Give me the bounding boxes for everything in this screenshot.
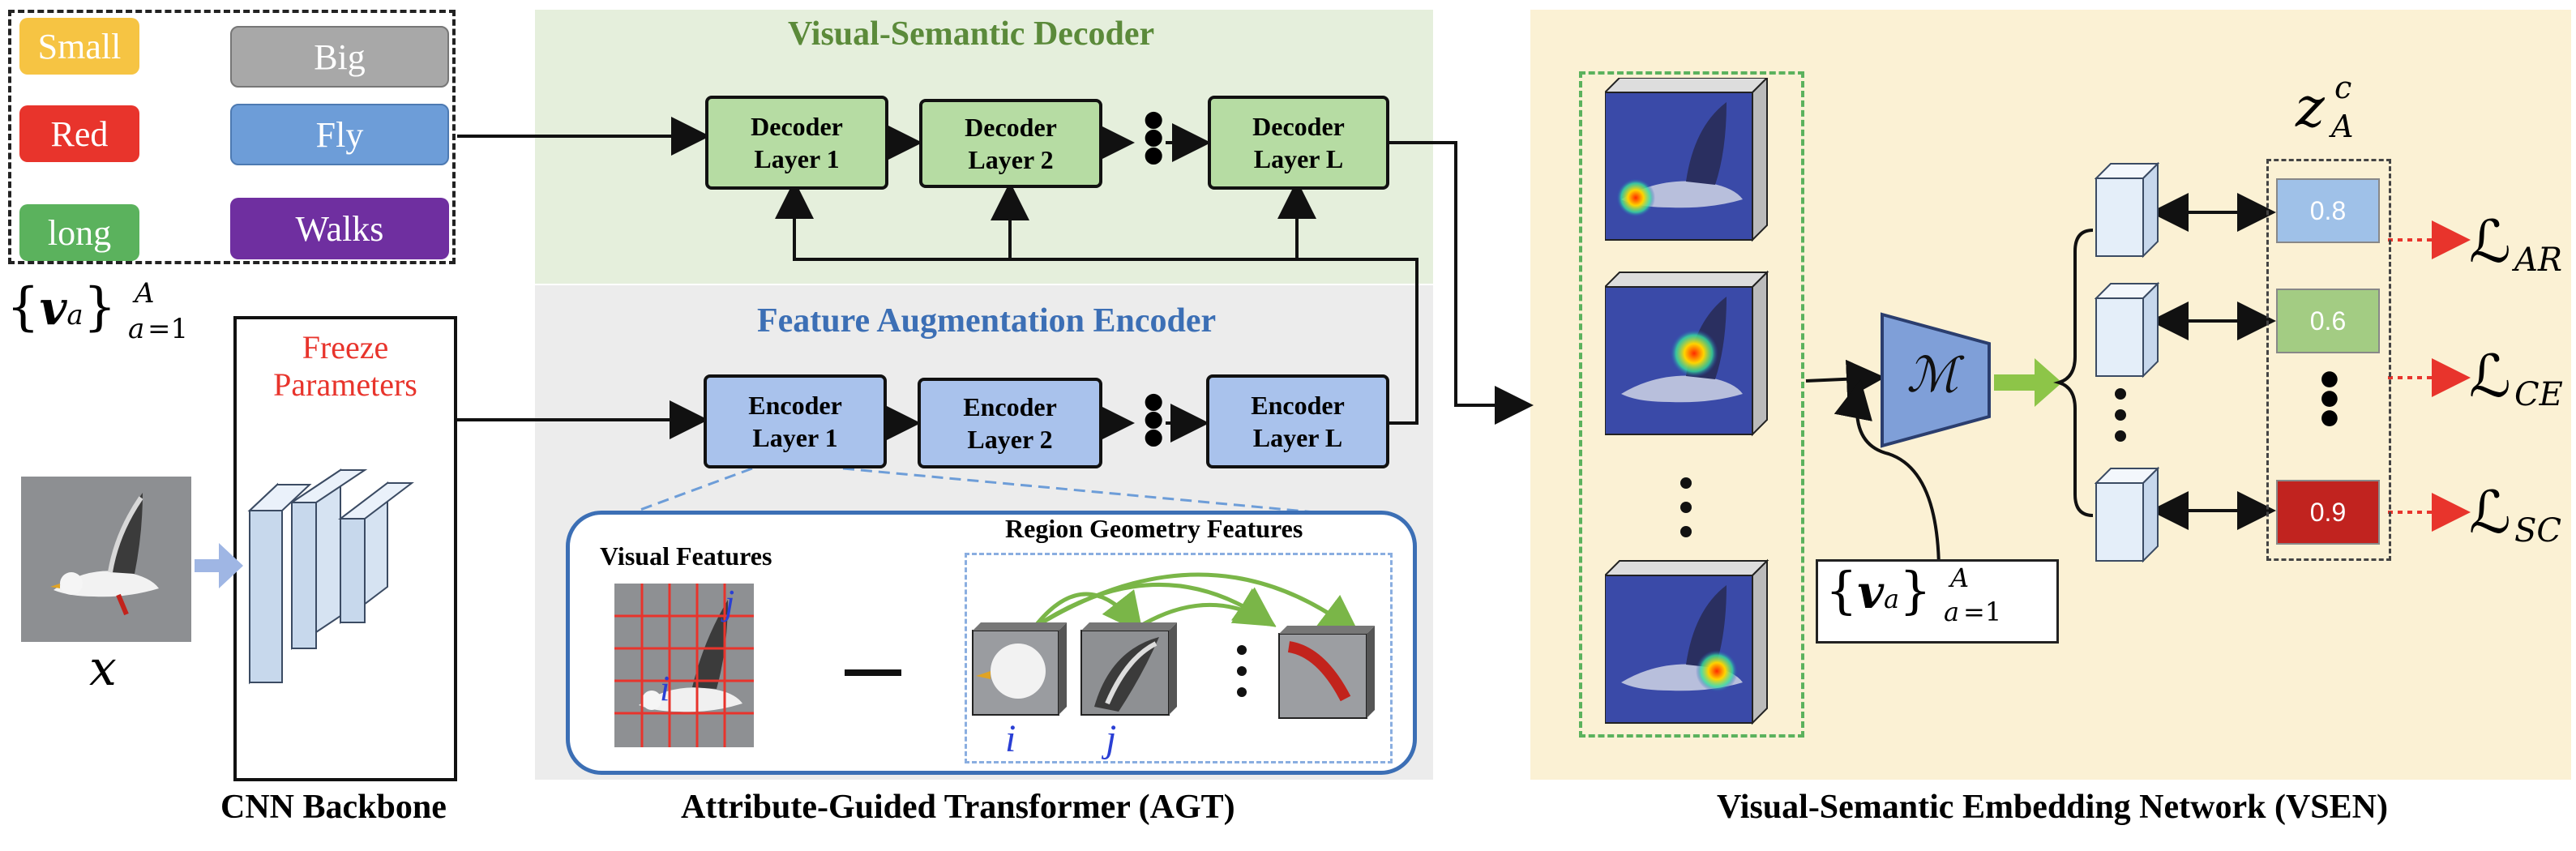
score-2: 0.6 bbox=[2276, 289, 2380, 353]
score-column bbox=[2266, 159, 2391, 561]
region-patches bbox=[972, 572, 1375, 719]
heatmap-column bbox=[1579, 71, 1804, 738]
patch-leg bbox=[1278, 626, 1375, 719]
input-arrow bbox=[195, 543, 243, 588]
input-x-label: x bbox=[89, 640, 117, 697]
grid-i-label-top: j bbox=[725, 583, 735, 622]
decoder-layer-1-label: Decoder Layer 1 bbox=[751, 112, 843, 173]
freeze-parameters-label: Freeze Parameters bbox=[273, 329, 417, 403]
cnn-slab-1 bbox=[247, 482, 312, 685]
agt-caption: Attribute-Guided Transformer (AGT) bbox=[681, 789, 1235, 826]
z-label: z c A bbox=[2296, 70, 2354, 144]
decoder-title: Visual-Semantic Decoder bbox=[788, 15, 1155, 53]
heatmap-3 bbox=[1605, 558, 1769, 725]
region-geometry-box bbox=[965, 553, 1393, 763]
decoder-ellipsis: ••• bbox=[1138, 94, 1170, 186]
mapping-block bbox=[1881, 312, 1991, 448]
encoder-title: Feature Augmentation Encoder bbox=[757, 302, 1217, 340]
attribute-box bbox=[8, 10, 456, 264]
visual-features-label: Visual Features bbox=[600, 541, 772, 571]
patch-j-label: j bbox=[1106, 717, 1117, 760]
embedding-cube-3 bbox=[2095, 466, 2159, 563]
heatmap-1 bbox=[1605, 78, 1769, 242]
encoder-layer-1-label: Encoder Layer 1 bbox=[748, 391, 842, 452]
encoder-layer-l-label: Encoder Layer L bbox=[1251, 391, 1345, 452]
embedding-cube-1 bbox=[2095, 162, 2159, 259]
encoder-layer-l: Encoder Layer L bbox=[1206, 374, 1389, 468]
embedding-cubes bbox=[2095, 162, 2159, 563]
attribute-red: Red bbox=[19, 105, 139, 162]
grid-j-label: i bbox=[660, 669, 670, 708]
cnn-backbone-caption: CNN Backbone bbox=[220, 789, 447, 826]
embedding-cube-2 bbox=[2095, 281, 2159, 378]
input-bird-image bbox=[21, 477, 191, 642]
patch-i bbox=[972, 622, 1067, 716]
patch-j bbox=[1080, 622, 1177, 716]
patch-i-label: i bbox=[1005, 717, 1016, 760]
vsen-attribute-set-box bbox=[1816, 559, 2059, 644]
heatmap-2 bbox=[1605, 270, 1769, 437]
attribute-small: Small bbox=[19, 18, 139, 75]
encoder-layer-1: Encoder Layer 1 bbox=[704, 374, 887, 468]
attribute-big: Big bbox=[230, 26, 449, 88]
encoder-layer-2-label: Encoder Layer 2 bbox=[963, 392, 1057, 454]
encoder-layer-2: Encoder Layer 2 bbox=[918, 378, 1102, 468]
score-1: 0.8 bbox=[2276, 178, 2380, 243]
vsen-caption: Visual-Semantic Embedding Network (VSEN) bbox=[1717, 789, 2388, 826]
heatmap-stack bbox=[1605, 78, 1769, 725]
region-geometry-label: Region Geometry Features bbox=[1005, 514, 1303, 543]
decoder-layer-2-label: Decoder Layer 2 bbox=[965, 113, 1057, 174]
cnn-layers bbox=[195, 468, 414, 685]
decoder-layer-2: Decoder Layer 2 bbox=[919, 99, 1102, 188]
attribute-set-label: {va} A a=1 bbox=[6, 277, 189, 345]
visual-feature-grid: i j bbox=[614, 583, 754, 747]
cnn-slab-2 bbox=[289, 468, 368, 650]
decoder-layer-1: Decoder Layer 1 bbox=[705, 96, 888, 190]
vsen-attribute-set-label: {va} A a=1 bbox=[1825, 561, 2002, 627]
mapping-label: ℳ bbox=[1906, 347, 1959, 404]
score-ellipsis: ••• bbox=[2315, 354, 2344, 447]
score-3: 0.9 bbox=[2276, 480, 2380, 545]
attribute-fly: Fly bbox=[230, 104, 449, 165]
encoder-ellipsis: ••• bbox=[1138, 376, 1170, 468]
minus-sign bbox=[845, 669, 901, 676]
attribute-long: long bbox=[19, 204, 139, 261]
decoder-layer-l: Decoder Layer L bbox=[1208, 96, 1389, 190]
attribute-walks: Walks bbox=[230, 198, 449, 259]
decoder-layer-l-label: Decoder Layer L bbox=[1252, 112, 1345, 173]
cnn-slab-3 bbox=[338, 481, 414, 625]
